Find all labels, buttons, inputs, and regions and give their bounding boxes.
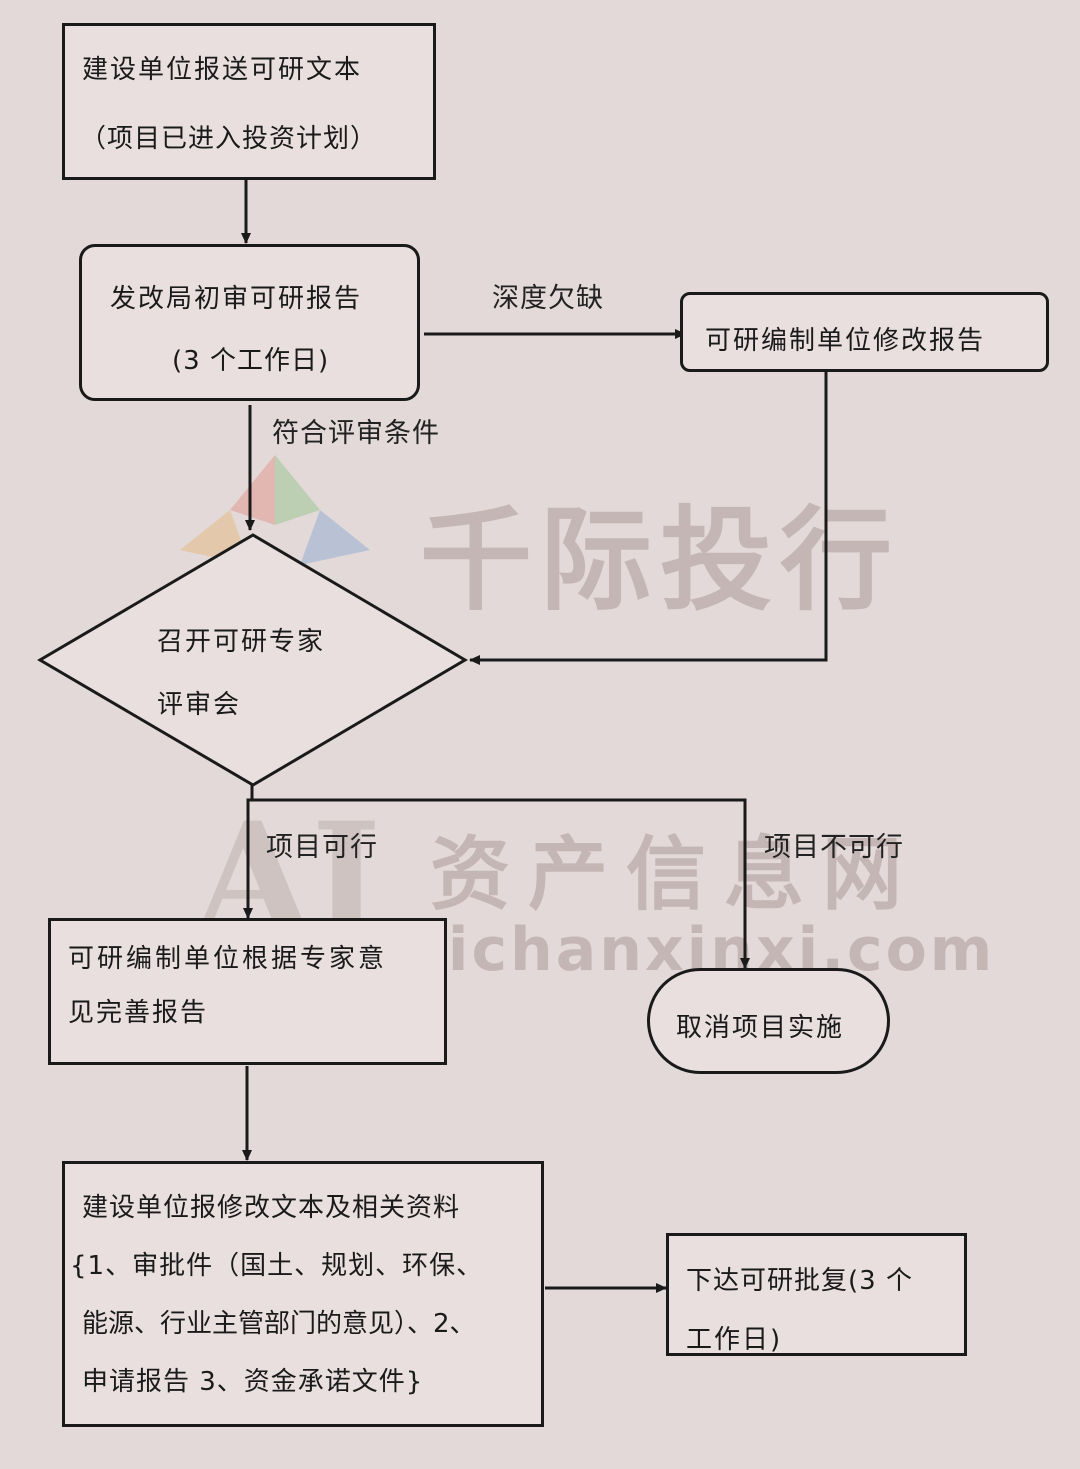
- materials-node: [62, 1161, 544, 1427]
- submit-study-line1: 建设单位报送可研文本: [82, 55, 363, 85]
- submit-study-node: [62, 23, 436, 180]
- edge-label-feasible: 项目可行: [266, 832, 378, 863]
- materials-line2: {1、审批件（国土、规划、环保、: [70, 1251, 484, 1281]
- edge-revise-to-meeting: [469, 372, 828, 665]
- improve-report-node: [48, 918, 447, 1065]
- improve-report-line1: 可研编制单位根据专家意: [68, 944, 388, 974]
- improve-report-line2: 见完善报告: [68, 998, 209, 1028]
- expert-meeting-diamond: [37, 533, 468, 787]
- expert-meeting-line1: 召开可研专家: [157, 627, 326, 657]
- watermark-site-cn: 资产信息网: [430, 828, 920, 921]
- edge-label-not-feasible: 项目不可行: [764, 832, 904, 863]
- edge-label-meets-conditions: 符合评审条件: [272, 418, 440, 449]
- materials-line4: 申请报告 3、资金承诺文件}: [82, 1367, 424, 1397]
- materials-line1: 建设单位报修改文本及相关资料: [82, 1193, 461, 1223]
- expert-meeting-line2: 评审会: [157, 690, 242, 720]
- materials-line3: 能源、行业主管部门的意见）、2、: [82, 1309, 476, 1339]
- initial-review-line1: 发改局初审可研报告: [110, 284, 363, 314]
- approval-node: [666, 1233, 967, 1356]
- initial-review-line2: (3 个工作日): [172, 346, 330, 376]
- cancel-project-line1: 取消项目实施: [676, 1013, 845, 1043]
- submit-study-line2: （项目已进入投资计划）: [80, 124, 378, 154]
- approval-line2: 工作日): [686, 1325, 783, 1355]
- approval-line1: 下达可研批复(3 个: [686, 1266, 913, 1296]
- revise-report-node: [680, 292, 1049, 372]
- revise-report-line1: 可研编制单位修改报告: [705, 326, 986, 356]
- edge-meeting-to-improve: [243, 785, 254, 919]
- edge-meeting-to-cancel: [252, 798, 750, 969]
- cancel-project-node: [647, 968, 890, 1074]
- initial-review-node: [79, 244, 420, 401]
- edge-label-insufficient-depth: 深度欠缺: [492, 283, 604, 314]
- watermark-brand: 千际投行: [420, 496, 900, 626]
